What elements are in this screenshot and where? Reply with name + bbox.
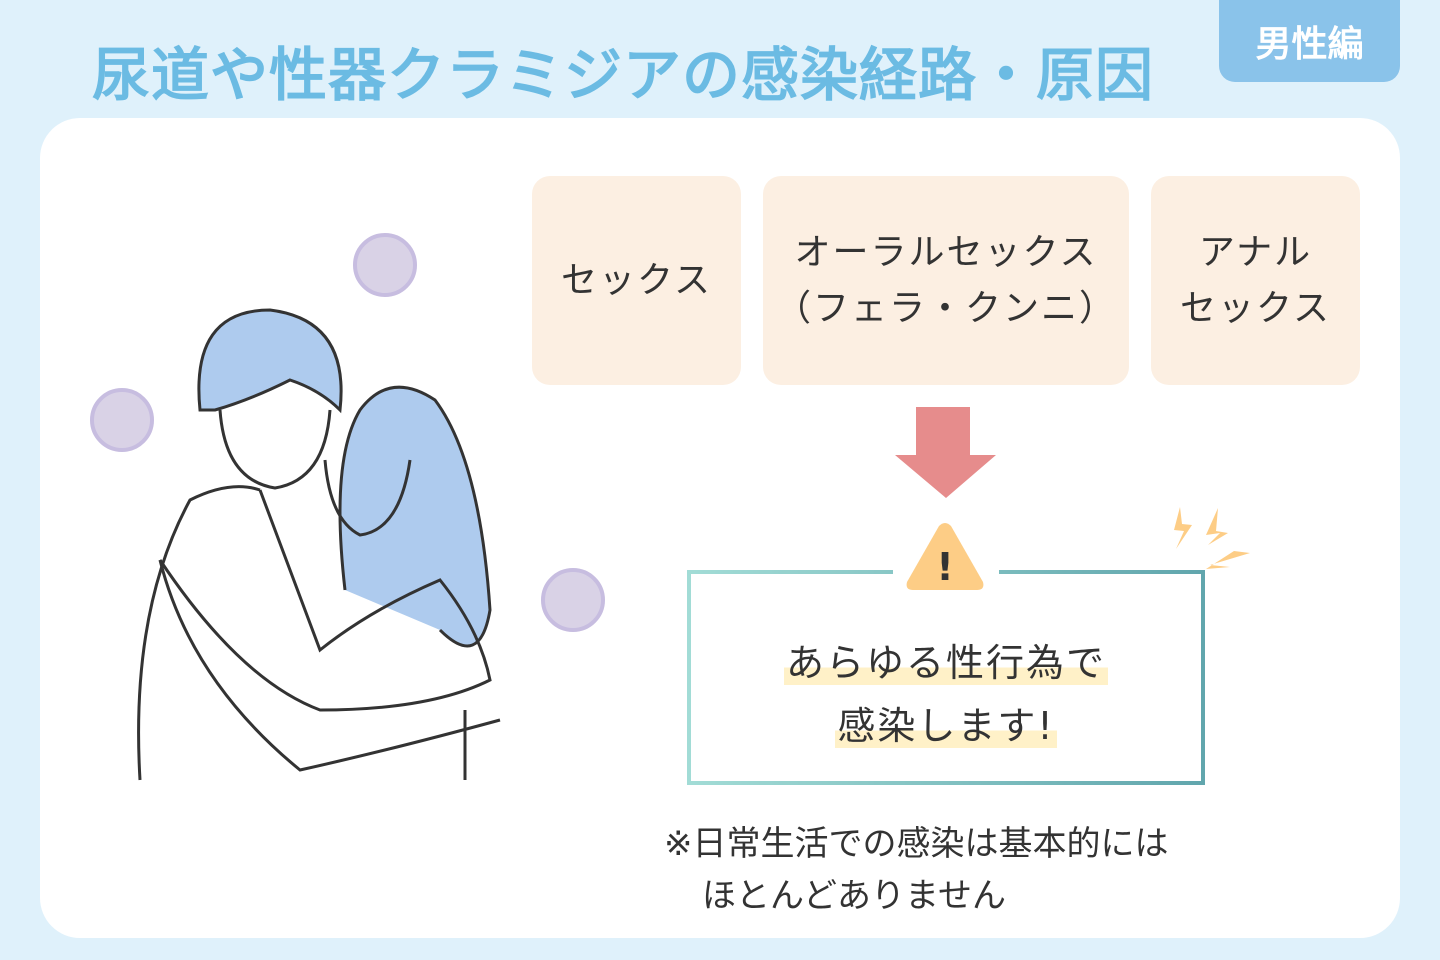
route-sublabel: （フェラ・クンニ）: [774, 287, 1117, 329]
warning-text: 感染します!: [835, 704, 1057, 748]
warning-exclaim: !: [936, 545, 953, 589]
route-label: セックス: [561, 259, 712, 301]
virus-icon: [90, 233, 605, 632]
warning-text: あらゆる性行為で: [783, 641, 1108, 685]
footnote: ※日常生活での感染は基本的には ほとんどありません: [664, 818, 1169, 922]
arrow-down-icon: [895, 407, 996, 498]
route-anal-sex: アナルセックス: [1151, 176, 1360, 385]
couple-illustration: [90, 233, 605, 781]
route-label: オーラルセックス: [794, 231, 1098, 273]
gender-badge: 男性編: [1219, 0, 1400, 82]
warning-icon: !: [906, 523, 984, 590]
route-oral-sex: オーラルセックス （フェラ・クンニ）: [763, 176, 1129, 385]
page-title: 尿道や性器クラミジアの感染経路・原因: [92, 41, 1155, 109]
warning-line-1: あらゆる性行為で: [687, 632, 1205, 687]
footnote-line-1: ※日常生活での感染は基本的には: [664, 824, 1169, 864]
lightning-icon: [1174, 507, 1250, 569]
route-sex: セックス: [532, 176, 741, 385]
warning-line-2: 感染します!: [687, 695, 1205, 750]
route-label: アナル: [1198, 231, 1313, 273]
route-label-2: セックス: [1180, 287, 1331, 329]
footnote-line-2: ほとんどありません: [702, 876, 1006, 916]
